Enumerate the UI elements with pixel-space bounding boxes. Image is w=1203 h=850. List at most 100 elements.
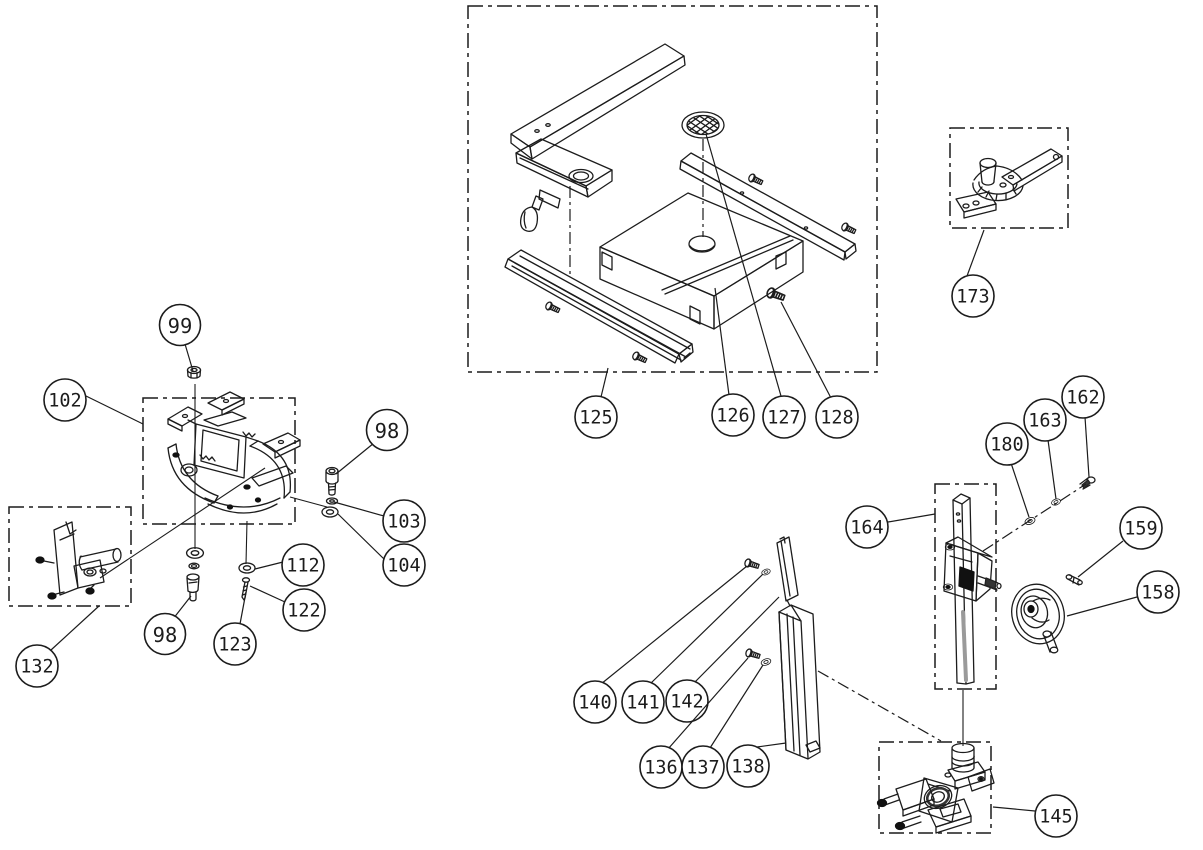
bolt-98-right-drawing — [325, 466, 339, 496]
flat-washer-drawing — [185, 547, 205, 559]
table-mounting-screws-drawing — [543, 172, 858, 365]
callout-104: 104 — [337, 513, 426, 587]
gearbox-assembly-drawing — [876, 742, 995, 834]
callout-138: 138 — [726, 742, 787, 788]
callout-180-balloon — [985, 422, 1029, 466]
table-top-drawing — [599, 192, 804, 330]
callout-141-balloon — [621, 680, 665, 724]
callout-136-number: 136 — [644, 758, 677, 779]
callout-112: 112 — [254, 543, 325, 587]
callout-159-leader — [1077, 540, 1124, 578]
callout-102-number: 102 — [48, 391, 81, 412]
callout-141-number: 141 — [626, 693, 659, 714]
callout-158: 158 — [1066, 570, 1180, 617]
connector-line-6 — [817, 670, 942, 742]
handwheel-drawing — [1011, 583, 1065, 654]
callout-137-leader — [709, 664, 764, 749]
callout-140: 140 — [573, 565, 748, 724]
elevation-bar-box — [934, 483, 997, 690]
callout-138-leader — [756, 742, 787, 748]
callout-102-balloon — [43, 378, 87, 422]
callout-158-leader — [1066, 596, 1138, 617]
callout-163: 163 — [1023, 398, 1067, 500]
callout-127-leader — [705, 133, 782, 397]
callout-163-balloon — [1023, 398, 1067, 442]
pin-159-drawing — [1065, 574, 1083, 586]
callout-140-number: 140 — [578, 693, 611, 714]
hex-nut-drawing — [186, 365, 202, 379]
table-assembly-box — [467, 5, 878, 373]
callout-137-balloon — [681, 745, 725, 789]
callout-145-leader — [992, 806, 1036, 812]
bevel-lock-assembly-drawing — [35, 521, 122, 600]
callout-123: 123 — [213, 591, 257, 666]
callout-159-number: 159 — [1124, 519, 1157, 540]
shoulder-bolt-drawing — [186, 573, 200, 602]
callout-136: 136 — [639, 657, 749, 789]
callout-98-right: 98 — [335, 408, 409, 475]
callout-112-leader — [254, 561, 284, 570]
callout-98-right-leader — [335, 442, 375, 475]
callout-126-leader — [714, 287, 730, 396]
callout-128: 128 — [780, 301, 859, 439]
callout-122-leader — [249, 585, 286, 603]
callout-140-leader — [600, 565, 748, 685]
callout-145-number: 145 — [1039, 807, 1072, 828]
callout-103-leader — [333, 501, 385, 517]
callout-162-leader — [1084, 416, 1090, 478]
callout-142-number: 142 — [670, 692, 703, 713]
callout-159-balloon — [1119, 506, 1163, 550]
callout-125-leader — [600, 367, 609, 398]
gearbox-box — [878, 741, 992, 834]
bevel-lock-box — [8, 506, 132, 607]
connector-line-3 — [245, 520, 248, 565]
rail-screws-washers-drawing — [743, 557, 773, 668]
callout-132-leader — [50, 605, 100, 651]
callout-163-number: 163 — [1028, 411, 1061, 432]
screw-123-drawing — [241, 577, 251, 601]
callout-137: 137 — [681, 664, 764, 789]
callout-164-leader — [887, 513, 936, 523]
trunnion-assembly-drawing — [167, 391, 301, 514]
callout-123-number: 123 — [218, 635, 251, 656]
callout-98-left-balloon — [143, 612, 187, 656]
callout-122-balloon — [282, 588, 326, 632]
callout-159: 159 — [1077, 506, 1163, 578]
callout-112-number: 112 — [286, 556, 319, 577]
callout-126: 126 — [711, 287, 755, 437]
washer-112-drawing — [238, 562, 256, 574]
slide-plate-drawing — [776, 536, 799, 607]
connector-line-4 — [289, 496, 328, 508]
callout-164: 164 — [845, 505, 936, 549]
callout-140-balloon — [573, 680, 617, 724]
callout-98-right-number: 98 — [375, 419, 400, 443]
callout-142-balloon — [665, 679, 709, 723]
callout-164-number: 164 — [850, 518, 883, 539]
callout-163-leader — [1047, 439, 1057, 500]
callout-158-number: 158 — [1141, 583, 1174, 604]
callout-180-number: 180 — [990, 435, 1023, 456]
front-rail-drawing — [504, 249, 694, 364]
callout-99: 99 — [158, 303, 202, 372]
channel-bracket-drawing — [778, 604, 821, 760]
callout-132-balloon — [15, 644, 59, 688]
rear-rail-drawing — [679, 152, 857, 261]
callout-132-number: 132 — [20, 657, 53, 678]
callout-127: 127 — [705, 133, 806, 439]
callout-180: 180 — [985, 422, 1030, 518]
callout-112-balloon — [281, 543, 325, 587]
callout-137-number: 137 — [686, 758, 719, 779]
elevation-bar-drawing — [942, 493, 1002, 685]
callout-103: 103 — [333, 499, 426, 543]
callout-145-balloon — [1034, 794, 1078, 838]
miter-gauge-box — [949, 127, 1069, 229]
callout-98-left-leader — [172, 595, 192, 620]
screw-162-drawing — [1079, 476, 1096, 490]
callout-127-balloon — [762, 395, 806, 439]
callout-98-left-number: 98 — [153, 623, 178, 647]
callout-103-number: 103 — [387, 512, 420, 533]
callout-125: 125 — [574, 367, 618, 439]
trunnion-box — [142, 397, 296, 525]
callout-127-number: 127 — [767, 408, 800, 429]
